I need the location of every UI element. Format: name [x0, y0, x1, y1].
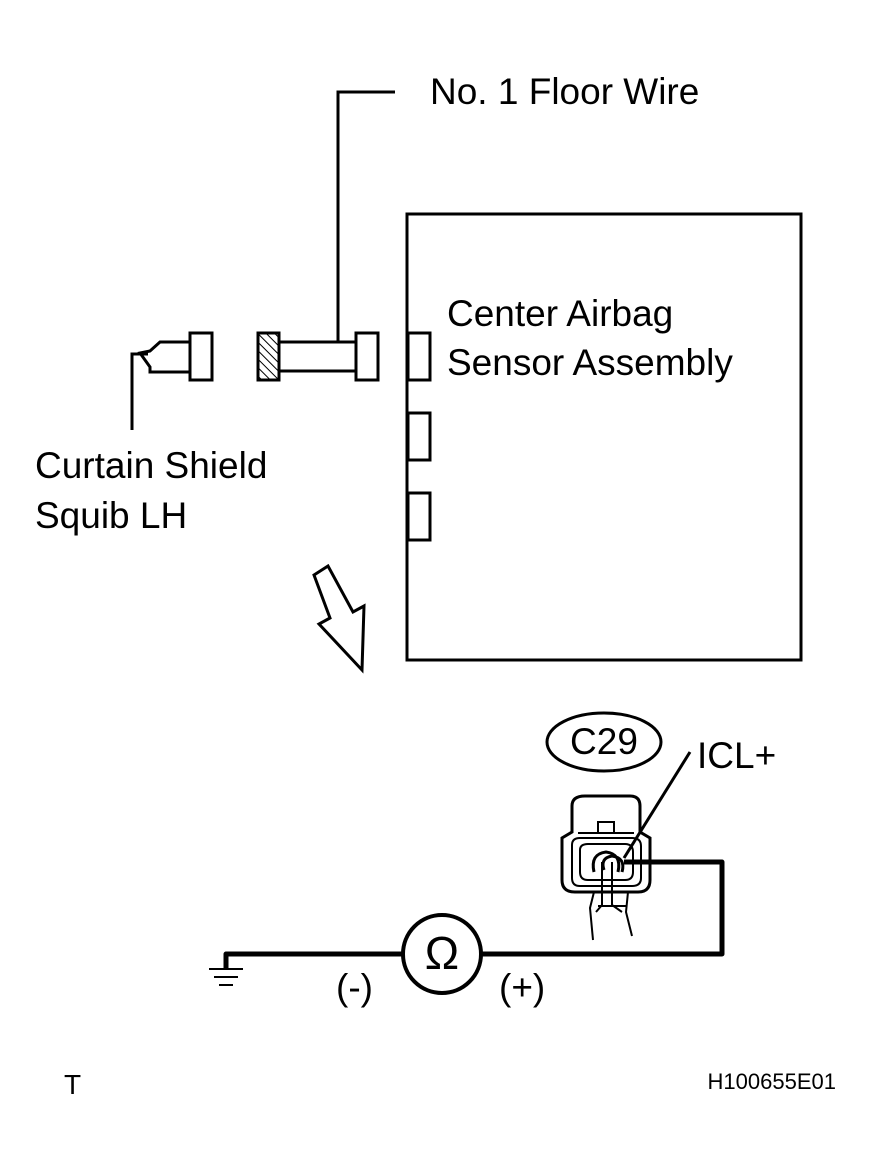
- terminal-label: ICL+: [697, 735, 776, 776]
- sensor-label-line1: Center Airbag: [447, 293, 673, 334]
- floor-wire-label: No. 1 Floor Wire: [430, 71, 699, 112]
- connector-code-label: C29: [570, 721, 638, 762]
- positive-probe-wire: [482, 859, 725, 957]
- sensor-label-line2: Sensor Assembly: [447, 342, 733, 383]
- sensor-connector-1: [406, 331, 432, 382]
- negative-probe-label: (-): [336, 967, 373, 1008]
- ohmmeter-icon: [401, 913, 483, 995]
- direction-arrow: [312, 563, 366, 674]
- c29-connector: [560, 794, 652, 941]
- terminal-leader: [622, 751, 692, 859]
- sensor-connector-3: [406, 491, 432, 542]
- sensor-connector-2: [406, 411, 432, 462]
- squib-label-line2: Squib LH: [35, 495, 187, 536]
- squib-leader: [130, 352, 148, 430]
- ohmmeter-symbol: Ω: [425, 927, 459, 979]
- negative-probe-wire: [223, 951, 403, 968]
- squib-connector: [137, 331, 214, 382]
- floor-wire-leader: [336, 90, 395, 342]
- connector-code-oval: [545, 711, 663, 773]
- floor-wire-connector: [256, 331, 380, 382]
- squib-label-line1: Curtain Shield: [35, 445, 267, 486]
- corner-mark: T: [64, 1069, 81, 1100]
- ground-icon: [209, 968, 243, 986]
- figure-id: H100655E01: [708, 1069, 836, 1094]
- sensor-assembly-box: [405, 212, 803, 662]
- positive-probe-label: (+): [499, 967, 545, 1008]
